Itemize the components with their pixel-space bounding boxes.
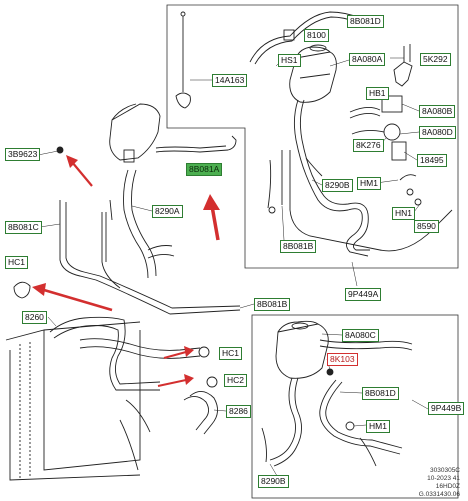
callout-8k103: 8K103 [327, 353, 358, 366]
top-right-detail-drawing [175, 11, 453, 257]
callout-8b081a: 8B081A [186, 163, 223, 176]
callout-hb1: HB1 [366, 87, 389, 100]
callout-8a080d: 8A080D [419, 126, 456, 139]
main-drawing [5, 103, 241, 481]
callout-8290b-top: 8290B [322, 179, 353, 192]
callout-8590: 8590 [414, 220, 439, 233]
callout-18495: 18495 [417, 154, 447, 167]
callout-hm1-top: HM1 [357, 177, 381, 190]
callout-14a163: 14A163 [212, 74, 248, 87]
callout-hc1-left: HC1 [5, 256, 29, 269]
drawing-ref-line2: 10-2023 41 [427, 475, 460, 482]
callout-8290a: 8290A [152, 205, 183, 218]
callout-8260: 8260 [22, 311, 47, 324]
callout-9p449b: 9P449B [428, 402, 465, 415]
callout-8286: 8286 [226, 405, 251, 418]
callout-hs1: HS1 [278, 54, 301, 67]
drawing-reference: 3030305C 10-2023 41 16HD0Z G.0331430.06 [419, 467, 460, 499]
callout-8a080b: 8A080B [419, 105, 456, 118]
callout-8a080c: 8A080C [342, 329, 379, 342]
callout-9p449a: 9P449A [345, 288, 382, 301]
callout-8290b-bot: 8290B [258, 475, 289, 488]
callout-5k292: 5K292 [420, 53, 451, 66]
callout-8a080a: 8A080A [349, 53, 386, 66]
callout-8b081b-top: 8B081B [280, 240, 317, 253]
arrow-to-8b081a [203, 194, 220, 241]
callout-hn1: HN1 [392, 207, 416, 220]
callout-8100: 8100 [304, 29, 329, 42]
bottom-right-detail-drawing [261, 320, 413, 467]
callout-hm1-bot: HM1 [366, 420, 390, 433]
callout-8k276: 8K276 [353, 139, 384, 152]
drawing-ref-line3: 16HD0Z [435, 483, 460, 490]
callout-3b9623: 3B9623 [5, 148, 41, 161]
arrow-to-hc2 [157, 374, 194, 387]
arrow-to-3b9623 [66, 155, 93, 187]
callout-hc2: HC2 [224, 374, 248, 387]
callout-8b081d-top: 8B081D [347, 15, 384, 28]
callout-8b081c: 8B081C [5, 221, 42, 234]
callout-8b081b-mid: 8B081B [254, 298, 291, 311]
callout-hc1: HC1 [219, 347, 243, 360]
callout-8b081d-bot: 8B081D [362, 387, 399, 400]
drawing-ref-line4: G.0331430.06 [418, 491, 460, 498]
arrow-to-hc1-left [32, 283, 113, 312]
warning-arrows [32, 155, 220, 387]
drawing-ref-line1: 3030305C [430, 467, 460, 474]
arrow-to-hc1 [163, 346, 194, 359]
frame-top-right [166, 4, 459, 269]
